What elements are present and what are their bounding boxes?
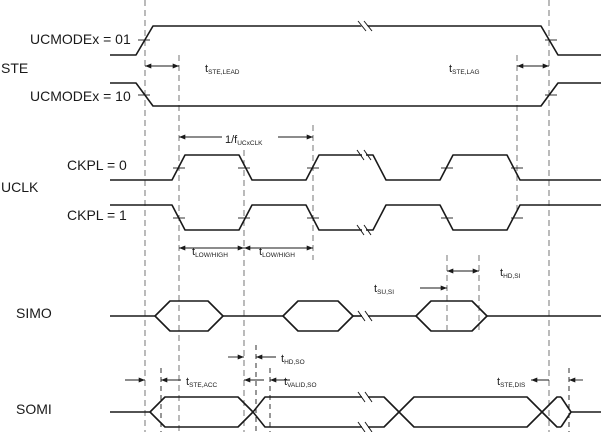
timing-ste-acc: tSTE,ACC (125, 368, 218, 432)
timing-hd-so: tHD,SO (228, 345, 305, 432)
label-simo: SIMO (16, 305, 52, 321)
label-uclk: UCLK (1, 179, 39, 195)
wave-simo (110, 300, 601, 332)
timing-ste-lead: tSTE,LEAD (145, 63, 240, 76)
timing-ste-dis: tSTE,DIS (497, 368, 583, 432)
wave-ckpl0 (110, 149, 601, 181)
timing-period: 1/fUCxCLK (179, 127, 313, 147)
text-ste-dis: tSTE,DIS (497, 376, 526, 389)
label-ste: STE (1, 60, 28, 76)
text-period: 1/fUCxCLK (225, 134, 263, 147)
text-valid-so: tVALID,SO (284, 376, 317, 389)
timing-ste-lag: tSTE,LAG (449, 63, 549, 76)
timing-low-high-1: tLOW/HIGH (179, 245, 244, 259)
text-ste-lead: tSTE,LEAD (205, 63, 240, 76)
timing-su-si: tSU,SI (374, 283, 447, 296)
label-ckpl1: CKPL = 1 (67, 207, 127, 223)
label-ckpl0: CKPL = 0 (67, 157, 127, 173)
signal-labels: UCMODEx = 01 STE UCMODEx = 10 CKPL = 0 U… (1, 31, 131, 417)
text-low-high-1: tLOW/HIGH (192, 246, 228, 259)
text-hd-si: tHD,SI (500, 267, 521, 280)
text-ste-acc: tSTE,ACC (186, 376, 218, 389)
text-ste-lag: tSTE,LAG (449, 63, 480, 76)
label-ucmode10: UCMODEx = 10 (30, 88, 131, 104)
wave-ucmode10 (110, 82, 601, 107)
wave-somi (110, 391, 601, 432)
timing-valid-so: tVALID,SO (244, 368, 317, 432)
text-low-high-2: tLOW/HIGH (259, 246, 295, 259)
timing-hd-si: tHD,SI (447, 267, 521, 280)
label-ucmode01: UCMODEx = 01 (30, 31, 131, 47)
wave-ckpl1 (110, 204, 601, 236)
wave-ucmode01 (110, 20, 601, 56)
text-su-si: tSU,SI (374, 283, 394, 296)
reference-lines (144, 0, 550, 432)
timing-low-high-2: tLOW/HIGH (244, 245, 313, 259)
text-hd-so: tHD,SO (281, 353, 305, 366)
label-somi: SOMI (16, 401, 52, 417)
